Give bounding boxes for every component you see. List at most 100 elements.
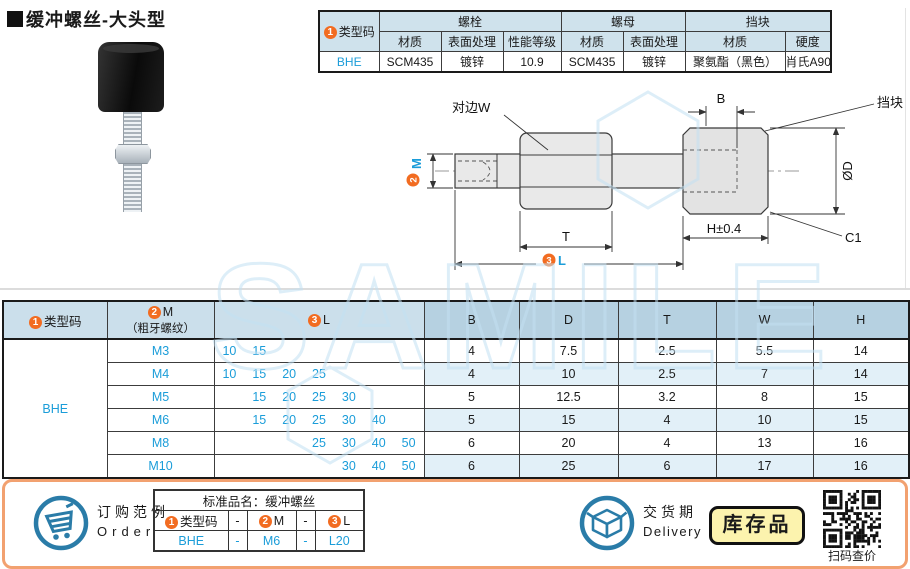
spec-col-header: 表面处理 (622, 31, 686, 52)
l-length-empty (364, 390, 394, 404)
drawing-nut (519, 132, 613, 210)
l-length-empty (364, 344, 394, 358)
qr-caption: 扫码查价 (827, 549, 876, 563)
dim-value: 15 (518, 408, 619, 432)
dim-value: 10 (715, 408, 814, 432)
dim-value: 6 (617, 454, 717, 479)
dim-value: 7 (715, 362, 814, 386)
l-length-option[interactable]: 10 (222, 344, 237, 358)
type-code-link[interactable]: BHE (318, 51, 380, 73)
l-length-option[interactable]: 30 (341, 436, 356, 450)
spec-value: 镀锌 (622, 51, 686, 73)
dim-label-b: B (717, 91, 726, 106)
dim-label-across-flats: 对边W (452, 100, 491, 115)
l-length-option[interactable]: 25 (312, 390, 326, 404)
m-size-link[interactable]: M3 (106, 338, 215, 363)
l-length-option[interactable]: 15 (252, 413, 267, 427)
l-length-option[interactable]: 15 (252, 344, 267, 358)
dim-value: 2.5 (617, 362, 717, 386)
dim-value: 15 (812, 385, 910, 409)
l-options: 25 30 40 50 (215, 436, 424, 450)
l-length-option[interactable]: 10 (222, 367, 237, 381)
dim-value: 17 (715, 454, 814, 479)
l-length-empty (244, 436, 274, 450)
spec-col-header: 性能等级 (502, 31, 562, 52)
l-length-empty (274, 436, 304, 450)
dim-value: 14 (812, 362, 910, 386)
l-length-empty (274, 344, 304, 358)
l-length-option[interactable]: 25 (312, 367, 326, 381)
package-icon (579, 495, 635, 551)
l-length-option[interactable]: 20 (282, 413, 297, 427)
type-code-link[interactable]: BHE (2, 338, 108, 479)
example-l-value[interactable]: L20 (314, 530, 365, 552)
dim-value: 12.5 (518, 385, 619, 409)
spec-header-row-2: 材质 表面处理 性能等级 材质 表面处理 材质 硬度 (319, 31, 832, 52)
l-length-empty (394, 367, 424, 381)
spec-group-block: 挡块 (684, 10, 832, 32)
l-length-empty (304, 344, 334, 358)
drawing-block (682, 127, 769, 215)
l-length-option[interactable]: 25 (312, 413, 326, 427)
l-options: 15 20 25 30 40 (215, 413, 424, 427)
dim-label-h: H±0.4 (707, 221, 742, 236)
l-length-option[interactable]: 40 (371, 413, 386, 427)
dim-label-l: L (558, 253, 566, 268)
l-length-option[interactable]: 30 (341, 413, 356, 427)
standard-product-name: 标准品名：缓冲螺丝 (153, 489, 365, 511)
page-title: 缓冲螺丝-大头型 (7, 6, 166, 32)
example-m-value[interactable]: M6 (246, 530, 297, 552)
title-square-icon (7, 11, 23, 27)
spec-group-nut: 螺母 (560, 10, 686, 32)
m-size-link[interactable]: M5 (106, 385, 215, 409)
circled-1-icon: 1 (28, 315, 42, 329)
dim-value: 16 (812, 454, 910, 479)
header-b: B (423, 300, 520, 340)
spec-value: 镀锌 (440, 51, 504, 73)
l-length-option[interactable]: 40 (371, 459, 386, 473)
l-length-option[interactable]: 40 (371, 436, 386, 450)
circled-3-icon: 3 (308, 314, 322, 327)
l-length-option[interactable]: 20 (282, 367, 297, 381)
header-w: W (715, 300, 814, 340)
spec-value: SCM435 (378, 51, 442, 73)
circled-2-icon: 2 (147, 305, 161, 319)
l-length-option[interactable]: 25 (312, 436, 326, 450)
l-length-option[interactable]: 15 (252, 390, 267, 404)
qr-code[interactable] (823, 490, 882, 549)
m-size-link[interactable]: M6 (106, 408, 215, 432)
dim-label-t: T (562, 229, 570, 244)
dim-value: 4 (617, 431, 717, 455)
l-length-option[interactable]: 50 (401, 459, 416, 473)
circled-3-icon: 3 (328, 514, 342, 528)
l-length-option[interactable]: 30 (341, 459, 356, 473)
example-type-code[interactable]: BHE (153, 530, 229, 552)
l-length-option[interactable]: 15 (252, 367, 267, 381)
spec-col-header: 材质 (684, 31, 786, 52)
spec-value: 10.9 (502, 51, 562, 73)
order-example-label: 订购范例 Order (97, 504, 169, 539)
photo-hex-nut (115, 144, 151, 164)
page-title-text: 缓冲螺丝-大头型 (26, 10, 166, 30)
l-options: 10 15 20 25 (215, 367, 424, 381)
dim-value: 3.2 (617, 385, 717, 409)
header-h: H (812, 300, 910, 340)
m-size-link[interactable]: M10 (106, 454, 215, 479)
l-length-option[interactable]: 50 (401, 436, 416, 450)
m-size-link[interactable]: M4 (106, 362, 215, 386)
l-length-option[interactable]: 30 (341, 390, 356, 404)
dim-value: 10 (518, 362, 619, 386)
m-size-link[interactable]: M8 (106, 431, 215, 455)
l-length-option[interactable]: 20 (282, 390, 297, 404)
header-d: D (518, 300, 619, 340)
